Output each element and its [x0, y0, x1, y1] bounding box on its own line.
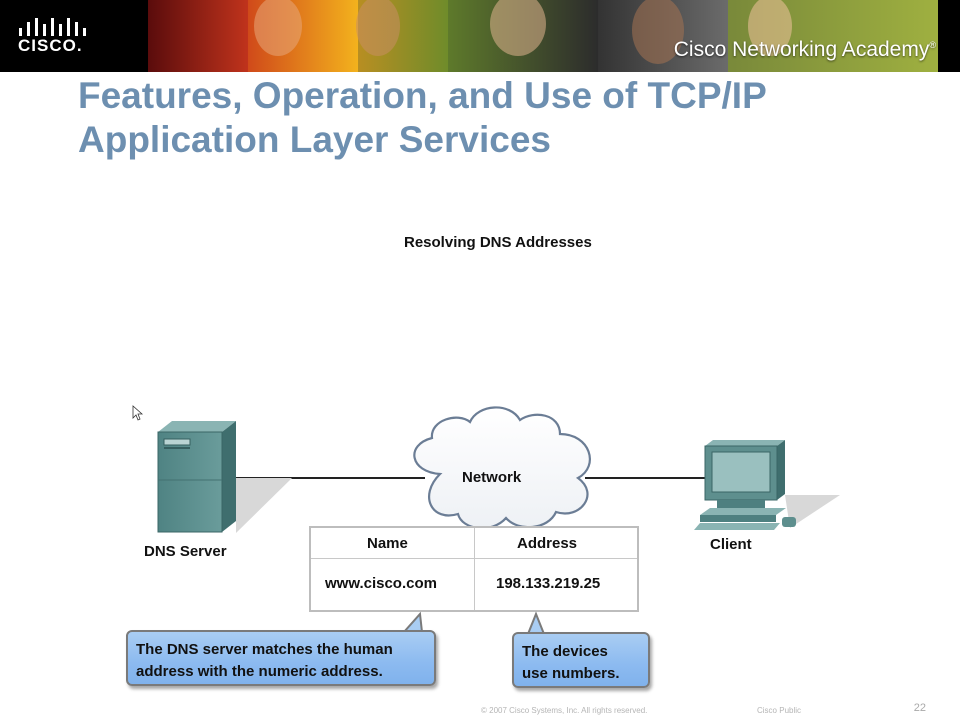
- networking-academy-text: Cisco Networking Academy®: [673, 38, 936, 61]
- cisco-bars-icon: [19, 18, 86, 36]
- dns-server-callout: The DNS server matches the human address…: [126, 630, 436, 686]
- client-computer-icon: [694, 440, 796, 530]
- server-callout-line2: address with the numeric address.: [136, 663, 383, 680]
- page-number: 22: [913, 702, 926, 714]
- devices-callout-line2: use numbers.: [522, 665, 620, 682]
- table-header-address: Address: [517, 535, 578, 552]
- mouse-cursor-icon: [132, 405, 144, 421]
- table-cell-address: 198.133.219.25: [496, 575, 601, 592]
- dns-server-label: DNS Server: [144, 543, 227, 560]
- devices-callout: The devices use numbers.: [512, 632, 650, 688]
- slide-title-line1: Features, Operation, and Use of TCP/IP: [78, 75, 767, 116]
- client-label: Client: [710, 536, 752, 553]
- slide-title: Features, Operation, and Use of TCP/IP A…: [78, 74, 918, 162]
- devices-callout-pointer: [526, 611, 546, 635]
- table-column-divider: [474, 528, 475, 610]
- slide-title-line2: Application Layer Services: [78, 119, 551, 160]
- server-shadow: [236, 478, 292, 533]
- classification-text: Cisco Public: [757, 706, 802, 715]
- cisco-logo: CISCO.: [0, 0, 148, 72]
- copyright-text: © 2007 Cisco Systems, Inc. All rights re…: [481, 706, 648, 715]
- devices-callout-line1: The devices: [522, 643, 608, 660]
- server-callout-line1: The DNS server matches the human: [136, 641, 393, 658]
- cisco-logo-text: CISCO.: [18, 36, 83, 55]
- face-shapes: [254, 0, 792, 64]
- dns-mapping-table: Name Address www.cisco.com 198.133.219.2…: [309, 526, 639, 612]
- dns-server-icon: [157, 421, 236, 533]
- client-shadow: [785, 495, 840, 528]
- student-photo-strip: [148, 0, 938, 72]
- table-cell-name: www.cisco.com: [325, 575, 437, 592]
- table-row-divider: [311, 558, 637, 559]
- header-banner: CISCO. Cisco Networking Academy®: [0, 0, 960, 72]
- table-header-name: Name: [367, 535, 408, 552]
- figure-title: Resolving DNS Addresses: [404, 234, 592, 251]
- network-label: Network: [462, 469, 522, 486]
